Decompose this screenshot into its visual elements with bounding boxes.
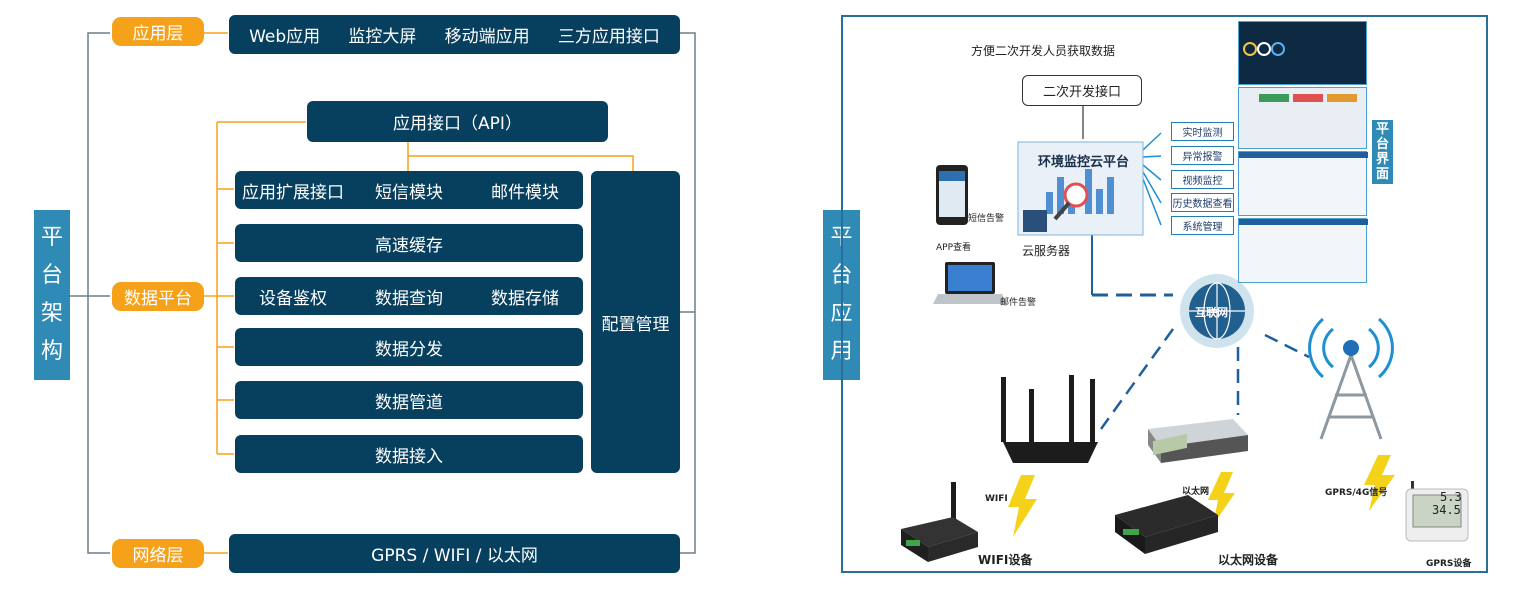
mail-alarm-label: 邮件告警 — [1000, 298, 1037, 308]
app-item-web: Web应用 — [249, 27, 321, 47]
network-layer-bar: GPRS / WIFI / 以太网 — [229, 534, 680, 573]
ingest-box: 数据接入 — [235, 435, 583, 473]
layer-data-tag: 数据平台 — [112, 282, 204, 311]
feature-system: 系统管理 — [1171, 216, 1234, 235]
developer-note: 方便二次开发人员获取数据 — [971, 44, 1116, 58]
feature-video: 视频监控 — [1171, 170, 1234, 189]
app-item-dashboard: 监控大屏 — [348, 27, 417, 47]
feature-alarm: 异常报警 — [1171, 146, 1234, 165]
feature-history: 历史数据查看 — [1171, 193, 1234, 212]
application-graphics — [901, 105, 1469, 562]
app-view-label: APP查看 — [936, 243, 972, 253]
ui-thumb-table — [1238, 151, 1368, 216]
layer-app-tag: 应用层 — [112, 17, 204, 46]
application-frame — [841, 15, 1488, 573]
ui-label-char: 面 — [1375, 167, 1389, 182]
config-management-box: 配置管理 — [591, 171, 680, 473]
device-auth: 设备鉴权 — [259, 288, 327, 309]
developer-api-box: 二次开发接口 — [1022, 75, 1142, 106]
cache-box: 高速缓存 — [235, 224, 583, 262]
ethernet-device-label: 以太网设备 — [1218, 553, 1279, 567]
gprs-device-label: GPRS设备 — [1426, 559, 1472, 569]
pipeline-box: 数据管道 — [235, 381, 583, 419]
title-char: 台 — [40, 263, 63, 288]
architecture-connectors — [70, 32, 696, 554]
ethernet-label: 以太网 — [1182, 487, 1210, 497]
api-box: 应用接口（API） — [307, 101, 608, 142]
title-char: 平 — [40, 225, 63, 250]
sms-module: 短信模块 — [375, 182, 443, 203]
ui-thumb-map — [1238, 87, 1367, 149]
ui-label-char: 台 — [1375, 137, 1389, 152]
ui-label-char: 界 — [1375, 152, 1389, 167]
title-char: 构 — [40, 339, 63, 364]
ui-thumb-list — [1238, 218, 1368, 283]
ext-interface: 应用扩展接口 — [242, 182, 344, 203]
ui-thumb-dashboard — [1238, 21, 1367, 85]
title-char: 架 — [40, 301, 63, 326]
cloud-platform-title: 环境监控云平台 — [1038, 155, 1130, 170]
sensor-temperature: 5.3 — [1440, 490, 1462, 504]
wifi-label: WIFI — [985, 494, 1008, 504]
internet-label: 互联网 — [1195, 306, 1228, 319]
wifi-device-label: WIFI设备 — [978, 553, 1033, 567]
dispatch-box: 数据分发 — [235, 328, 583, 366]
extension-row: 应用扩展接口 短信模块 邮件模块 — [235, 171, 583, 209]
app-item-mobile: 移动端应用 — [444, 27, 530, 47]
sensor-humidity: 34.5 — [1432, 503, 1461, 517]
ui-label-char: 平 — [1375, 122, 1389, 137]
mail-module: 邮件模块 — [491, 182, 559, 203]
platform-ui-label: 平 台 界 面 — [1372, 120, 1393, 184]
sms-alarm-label: 短信告警 — [968, 214, 1005, 224]
cloud-server-label: 云服务器 — [1022, 244, 1071, 258]
feature-realtime: 实时监测 — [1171, 122, 1234, 141]
gprs-signal-label: GPRS/4G信号 — [1325, 488, 1388, 498]
data-query: 数据查询 — [375, 288, 443, 309]
app-layer-bar: Web应用 监控大屏 移动端应用 三方应用接口 — [229, 15, 680, 54]
data-storage: 数据存储 — [491, 288, 559, 309]
auth-row: 设备鉴权 数据查询 数据存储 — [235, 277, 583, 315]
app-item-third-party: 三方应用接口 — [557, 27, 660, 47]
architecture-title: 平 台 架 构 — [34, 210, 70, 380]
layer-net-tag: 网络层 — [112, 539, 204, 568]
